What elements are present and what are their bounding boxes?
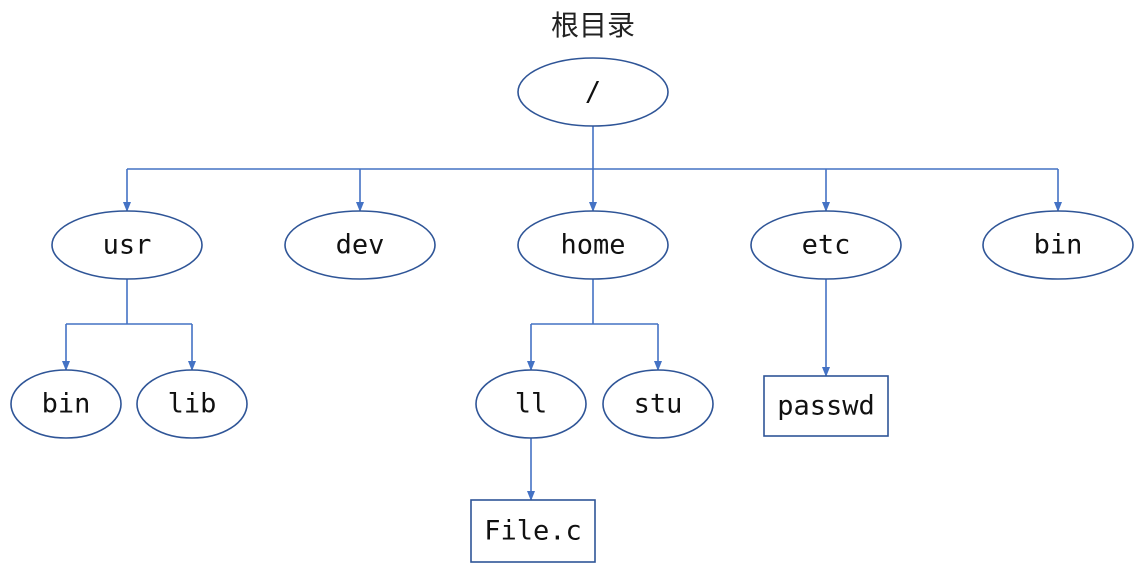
node-bin-top-shape [982,210,1134,280]
node-dev[interactable]: dev [284,210,436,280]
node-etc-label: etc [802,230,851,261]
edge-trunk-home [531,279,658,325]
node-home[interactable]: home [517,210,669,280]
node-usr-lib[interactable]: lib [136,369,248,439]
edge-trunk-root [127,126,1058,170]
node-etc[interactable]: etc [750,210,902,280]
node-root-label: / [585,77,601,108]
node-home-ll-label: ll [515,389,548,420]
node-usr-bin[interactable]: bin [10,369,122,439]
node-ll-file-label: File.c [484,516,582,547]
edge-trunk-usr [66,279,192,325]
node-usr-lib-shape [136,369,248,439]
node-usr-label: usr [103,230,152,261]
node-usr-lib-label: lib [168,389,217,420]
node-home-stu-label: stu [634,389,683,420]
node-usr-bin-shape [10,369,122,439]
node-home-shape [517,210,669,280]
node-etc-shape [750,210,902,280]
node-usr-bin-label: bin [42,389,91,420]
node-home-label: home [560,230,625,261]
node-home-ll-shape [475,369,587,439]
node-bin-top[interactable]: bin [982,210,1134,280]
node-home-stu[interactable]: stu [602,369,714,439]
node-dev-label: dev [336,230,385,261]
node-home-ll[interactable]: ll [475,369,587,439]
node-bin-top-label: bin [1034,230,1083,261]
node-ll-file[interactable]: File.c [470,499,596,563]
node-usr[interactable]: usr [51,210,203,280]
node-usr-shape [51,210,203,280]
node-etc-passwd-label: passwd [777,391,875,422]
edges-layer [62,126,1062,501]
node-root[interactable]: / [517,57,669,127]
node-etc-passwd-shape [763,375,889,437]
node-dev-shape [284,210,436,280]
node-ll-file-shape [470,499,596,563]
diagram-title: 根目录 [551,9,635,42]
node-home-stu-shape [602,369,714,439]
node-root-shape [517,57,669,127]
node-etc-passwd[interactable]: passwd [763,375,889,437]
